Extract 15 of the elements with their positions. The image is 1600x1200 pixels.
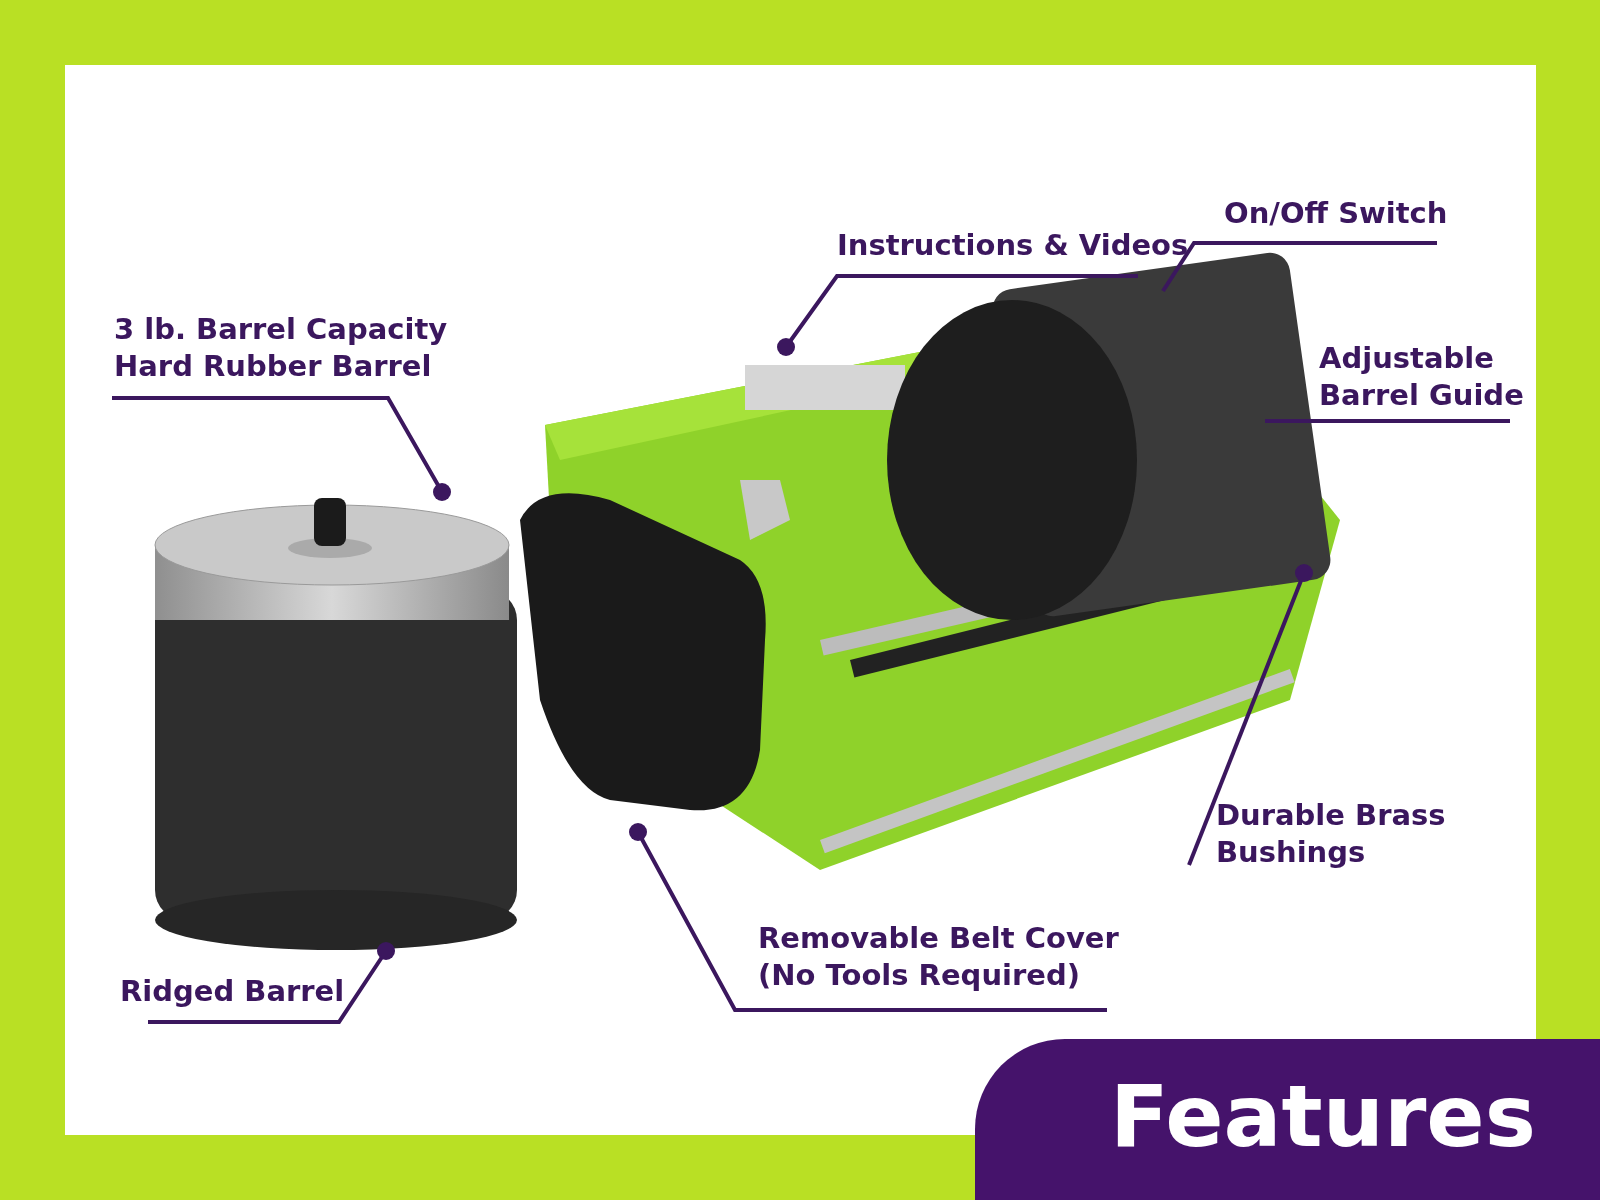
- leader-line: [112, 396, 451, 501]
- callout-label: Instructions & Videos: [837, 227, 1217, 264]
- leader-line: [1161, 241, 1437, 293]
- callout-label: Ridged Barrel: [120, 973, 360, 1010]
- title: Features: [1110, 1065, 1536, 1168]
- callout-label: On/Off Switch: [1224, 195, 1454, 232]
- leader-line: [148, 942, 395, 1024]
- callout-label: Durable Brass Bushings: [1216, 797, 1456, 871]
- callout-label: Removable Belt Cover (No Tools Required): [758, 920, 1128, 994]
- leader-line: [1265, 419, 1510, 423]
- callout-label: Adjustable Barrel Guide: [1319, 340, 1529, 414]
- leader-line: [629, 823, 1107, 1012]
- leader-line: [1187, 564, 1313, 866]
- callout-label: 3 lb. Barrel Capacity Hard Rubber Barrel: [114, 311, 454, 385]
- leader-line: [777, 274, 1138, 356]
